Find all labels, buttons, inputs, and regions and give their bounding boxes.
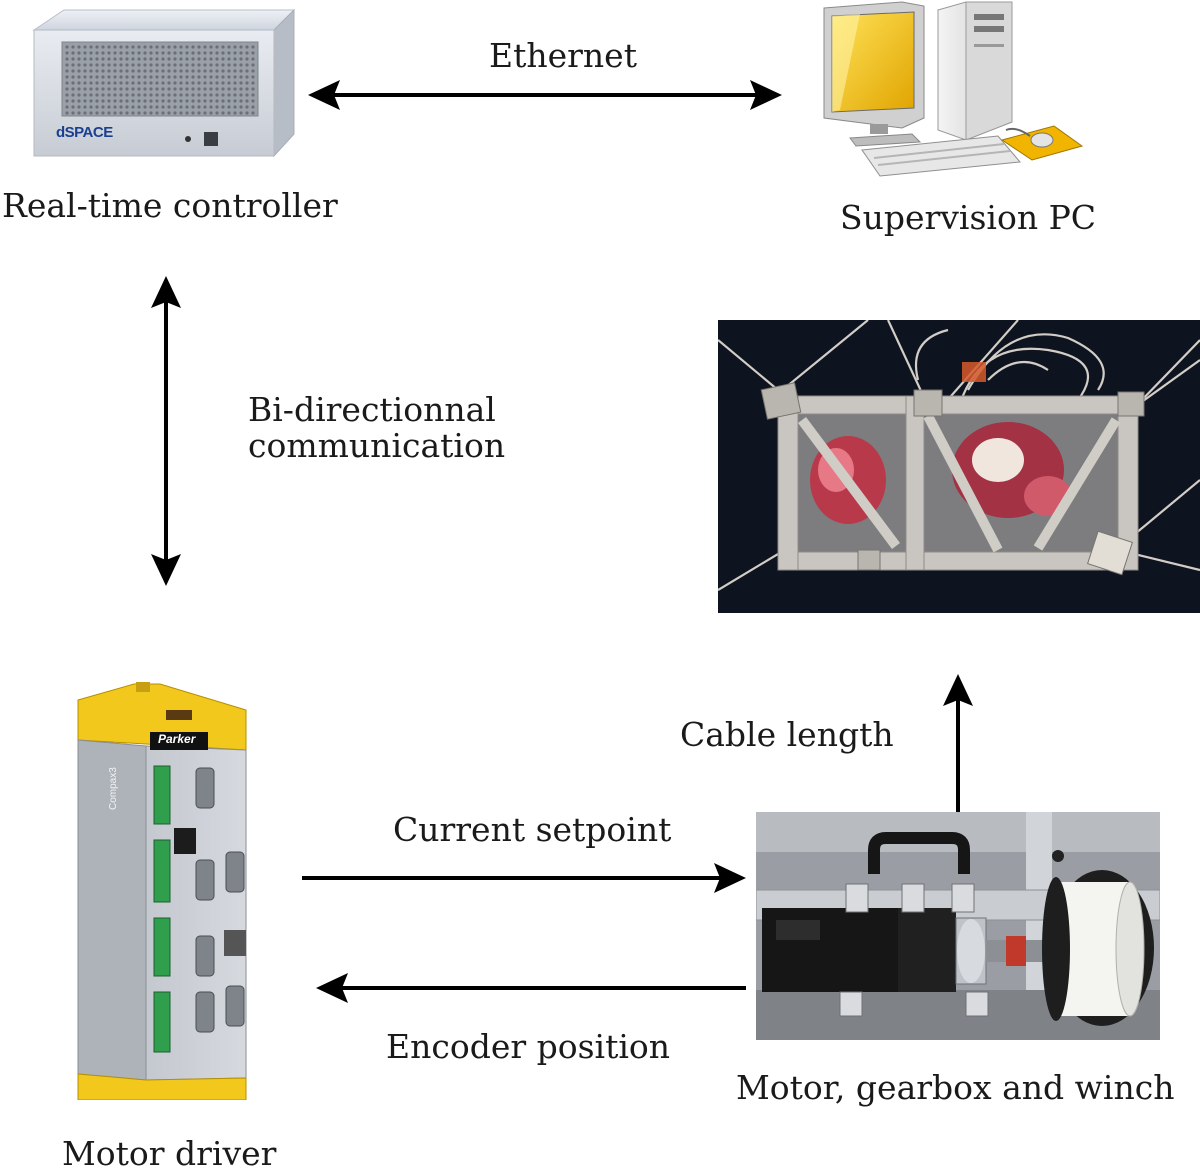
realtime-controller-label: Real-time controller <box>2 186 338 225</box>
parker-logo: Parker <box>158 732 196 746</box>
motor-driver-device: Parker Compax3 <box>70 680 256 1101</box>
ethernet-label: Ethernet <box>489 36 637 75</box>
motor-driver-label: Motor driver <box>62 1134 277 1173</box>
motor-gearbox-winch-label: Motor, gearbox and winch <box>736 1068 1175 1107</box>
supervision-pc-label: Supervision PC <box>840 198 1097 237</box>
cable-length-arrow <box>943 674 973 814</box>
cable-robot-photo <box>718 320 1200 613</box>
encoder-position-arrow <box>316 973 746 1003</box>
cable-robot-image <box>718 320 1200 613</box>
motor-winch-image <box>756 812 1160 1040</box>
computer-icon <box>823 1 1084 177</box>
compax-side-text: Compax3 <box>108 767 119 810</box>
bidirectional-label-line1: Bi-directionnal <box>248 390 496 429</box>
bidirectional-label-line2: communication <box>248 426 506 465</box>
supervision-pc-device <box>820 0 1090 185</box>
bidirectional-arrow <box>151 276 181 586</box>
current-setpoint-label: Current setpoint <box>393 810 672 849</box>
dspace-box-image <box>32 8 296 158</box>
motor-gearbox-winch-photo <box>756 812 1160 1040</box>
encoder-position-label: Encoder position <box>386 1027 671 1066</box>
dspace-logo: dSPACE <box>56 124 113 141</box>
current-setpoint-arrow <box>302 863 746 893</box>
ethernet-arrow <box>308 80 782 110</box>
realtime-controller-device: dSPACE <box>28 8 300 160</box>
cable-length-label: Cable length <box>680 715 894 754</box>
parker-drive-image <box>77 682 247 1101</box>
